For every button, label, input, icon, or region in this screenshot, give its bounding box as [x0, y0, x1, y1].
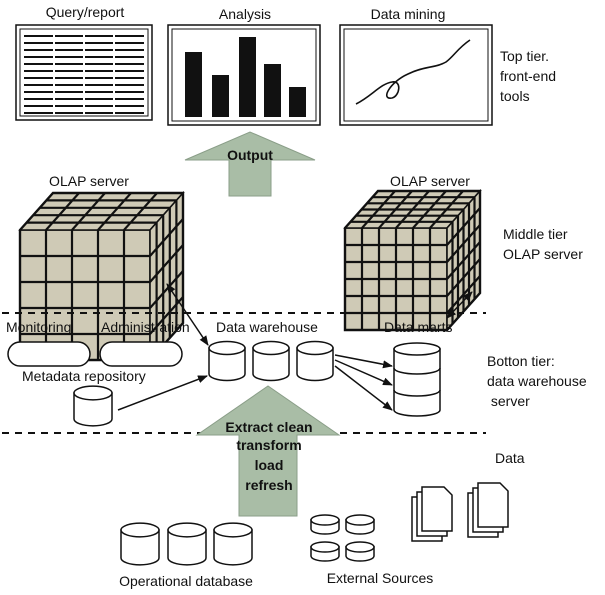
document-stack: [467, 482, 509, 538]
mart-divider: [393, 389, 441, 397]
report-table-icon: [15, 24, 153, 121]
marts-to-cube-right-arrow: [446, 291, 473, 319]
cube-grid-line: [149, 244, 184, 283]
analysis-bar: [185, 52, 202, 117]
top-tier-label-line-3: tools: [500, 88, 530, 104]
cube-grid-line: [97, 192, 132, 231]
analysis-label: Analysis: [218, 6, 272, 22]
warehouse-database-icon: [296, 340, 334, 382]
line-chart-icon: [339, 24, 493, 126]
bar-chart-icon: [167, 24, 321, 126]
warehouse-to-mart-arrow: [334, 354, 393, 369]
external-source-icon: [310, 514, 340, 535]
query-report-label: Query/report: [45, 4, 125, 20]
olap-cube-icon: [343, 188, 482, 333]
data-marts-label: Data marts: [384, 319, 453, 335]
cube-front-face: [19, 229, 151, 361]
operational-database-icon: [167, 522, 207, 566]
cube-outline: [343, 189, 482, 332]
extract-label-line-3: load: [254, 457, 284, 473]
external-source-icon: [310, 541, 340, 562]
metadata-to-warehouse-arrow: [117, 375, 208, 411]
data-mining-label: Data mining: [370, 6, 446, 22]
metadata-repository-label: Metadata repository: [22, 368, 146, 384]
olap-cube-icon: [18, 190, 185, 363]
document-stack: [411, 486, 453, 542]
document-stack-icon: [411, 482, 509, 542]
operational-database-icon: [120, 522, 160, 566]
extract-label-line-4: refresh: [245, 477, 293, 493]
analysis-bar: [264, 64, 281, 117]
external-source-icon: [345, 541, 375, 562]
extract-arrow: [195, 385, 341, 517]
warehouse-database-icon: [252, 340, 290, 382]
bottom-tier-label-line-2: data warehouse: [487, 373, 587, 389]
monitoring-capsule: [7, 341, 91, 367]
top-tier-label-line-2: front-end: [500, 68, 557, 84]
top-tier-label-line-1: Top tier.: [500, 48, 550, 64]
metadata-database-icon: [73, 385, 113, 427]
extract-label-line-2: transform: [236, 437, 302, 453]
cube-grid-line: [123, 192, 158, 231]
cube-left-to-warehouse-arrow: [166, 283, 209, 346]
output-arrow: [184, 131, 316, 197]
operational-database-label: Operational database: [119, 573, 253, 589]
analysis-bar: [212, 75, 229, 117]
external-sources-label: External Sources: [326, 570, 434, 586]
warehouse-to-mart-arrow: [334, 359, 393, 386]
administration-label: Administration: [101, 319, 190, 335]
analysis-bar: [239, 37, 256, 117]
analysis-bar: [289, 87, 306, 117]
monitoring-label: Monitoring: [6, 319, 72, 335]
warehouse-to-mart-arrow: [334, 365, 393, 411]
extract-label-line-1: Extract clean: [225, 419, 313, 435]
bottom-tier-label-line-3: server: [487, 393, 530, 409]
data-marts-stack: [393, 342, 441, 417]
operational-database-icon: [213, 522, 253, 566]
middle-tier-label-line-1: Middle tier: [503, 226, 568, 242]
cube-grid-line: [45, 192, 80, 231]
mart-divider: [393, 367, 441, 375]
data-warehouse-label: Data warehouse: [216, 319, 318, 335]
data-label: Data: [495, 450, 525, 466]
external-source-icon: [345, 514, 375, 535]
administration-capsule: [99, 341, 183, 367]
olap-server-left-label: OLAP server: [49, 173, 129, 189]
cube-grid-line: [71, 192, 106, 231]
warehouse-database-icon: [208, 340, 246, 382]
output-label: Output: [227, 147, 273, 163]
bottom-tier-label-line-1: Botton tier:: [487, 353, 555, 369]
olap-server-right-label: OLAP server: [390, 173, 470, 189]
middle-tier-label-line-2: OLAP server: [503, 246, 583, 262]
